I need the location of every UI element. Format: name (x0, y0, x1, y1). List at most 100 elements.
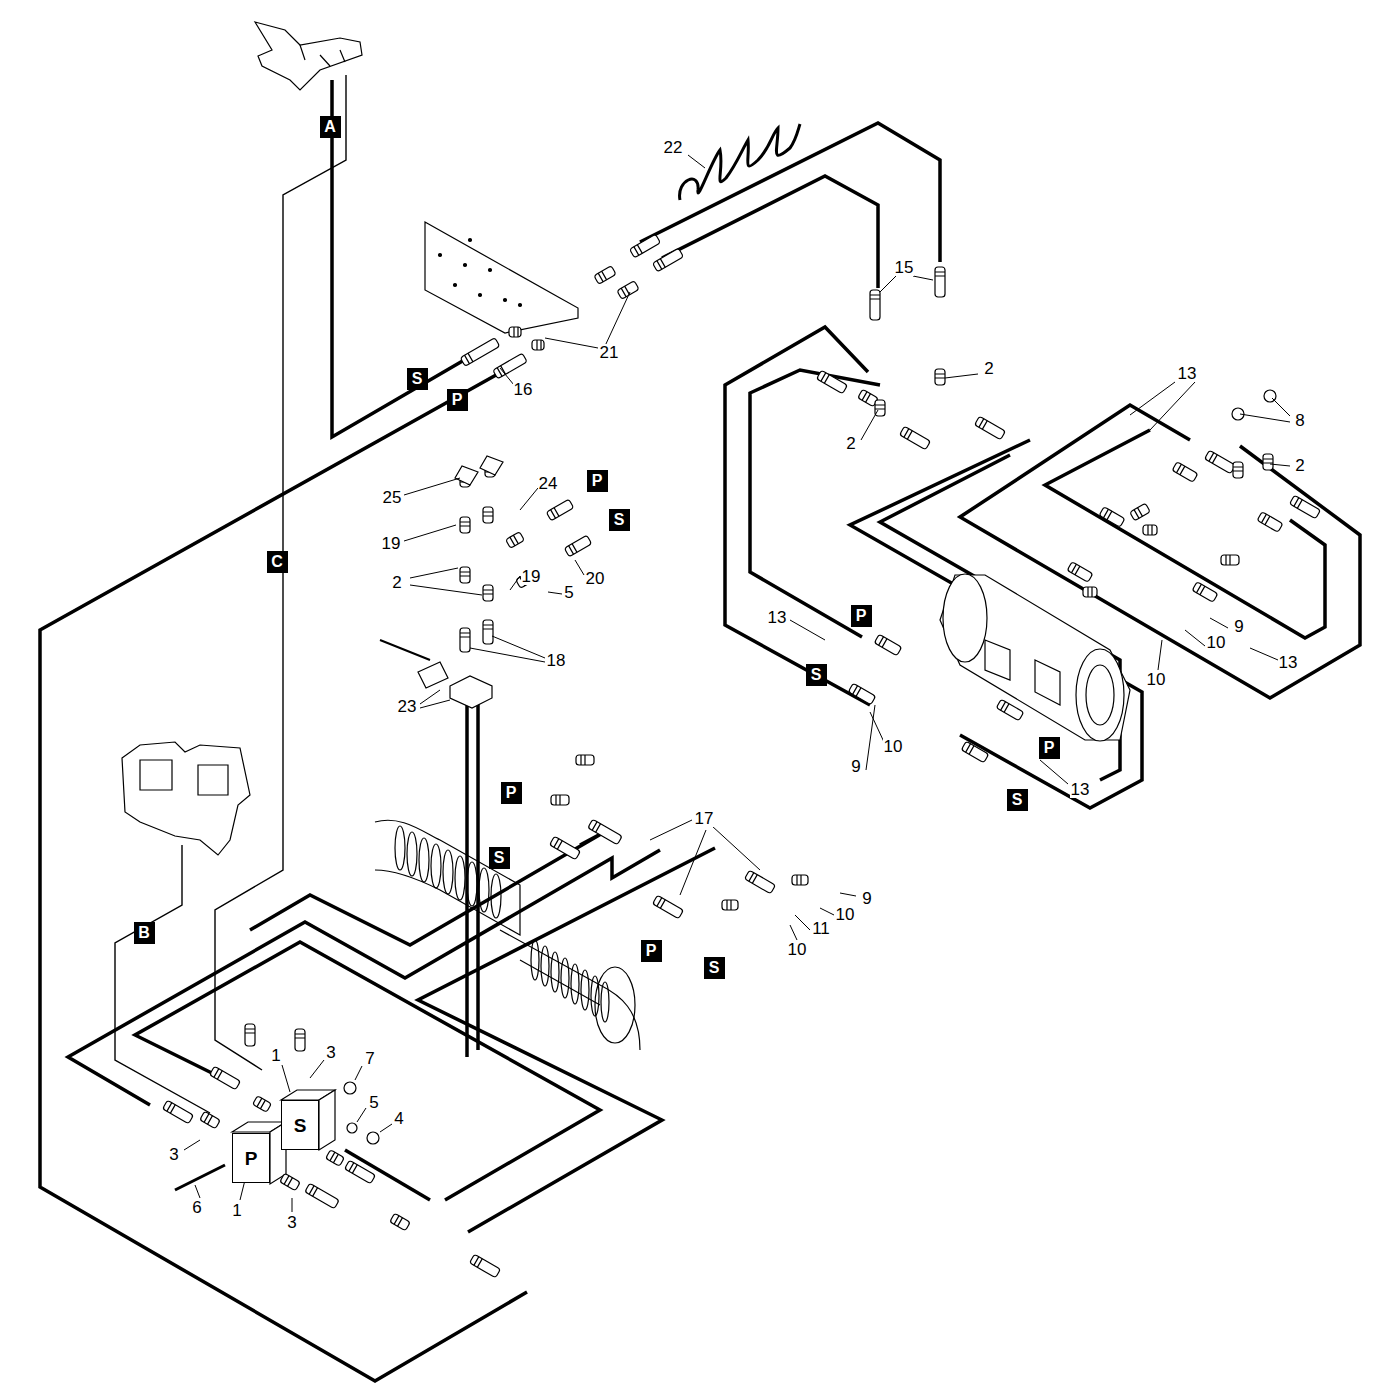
line-tag: S (609, 509, 630, 531)
hose-fitting (509, 327, 521, 337)
line-tag: S (704, 957, 725, 979)
brake-pipe (250, 830, 608, 945)
brake-pipe (418, 848, 715, 1232)
leader-line (688, 155, 705, 168)
hose-fitting (326, 1150, 345, 1167)
hose-fitting (564, 535, 592, 557)
callout-number: 1 (231, 1202, 242, 1219)
hose-fitting (280, 1173, 301, 1191)
line-letter: P (245, 1149, 258, 1168)
block-23 (450, 676, 492, 708)
callout-number: 3 (325, 1044, 336, 1061)
leader-line (880, 276, 896, 292)
callout-number: 10 (1206, 634, 1227, 651)
leader-line (795, 915, 810, 930)
callout-number: 2 (983, 360, 994, 377)
hose-fitting (594, 266, 616, 285)
hose-fitting (1290, 495, 1321, 519)
callout-number: 19 (381, 535, 402, 552)
mounting-plate (425, 222, 578, 333)
callout-number: 3 (168, 1146, 179, 1163)
leader-line (1240, 414, 1290, 422)
hose-fitting (483, 585, 493, 601)
hose-fitting (1233, 462, 1243, 478)
hose-fitting (493, 353, 527, 379)
line-letter: S (709, 960, 720, 976)
callout-number: 1 (270, 1047, 281, 1064)
hose-fitting (483, 620, 493, 644)
axle-bore (1086, 665, 1114, 725)
callout-number: 2 (1294, 457, 1305, 474)
brake-pipe (1045, 430, 1325, 638)
line-letter: C (271, 554, 283, 570)
hose-fitting (870, 290, 880, 320)
hose-fitting (1172, 462, 1198, 483)
callout-number: 23 (397, 698, 418, 715)
axle-bellows (375, 820, 640, 1050)
hose-fitting (1263, 454, 1273, 470)
callout-number: 6 (191, 1199, 202, 1216)
callout-number: 11 (811, 920, 831, 937)
line-tag: S (407, 368, 428, 390)
hose-fitting (390, 1213, 411, 1231)
hose-fitting (460, 338, 500, 367)
line-letter: S (294, 1116, 307, 1135)
axle-flange (943, 574, 987, 662)
leader-line (605, 292, 630, 346)
hose-fitting (935, 267, 945, 297)
hose-fitting (1143, 525, 1157, 535)
leader-line (1250, 648, 1278, 660)
plate-hole (504, 299, 507, 302)
leader-line (420, 700, 450, 708)
leader-line (680, 830, 706, 895)
hose-fitting (210, 1066, 241, 1090)
hose-fitting (1257, 512, 1283, 533)
callout-number: 13 (1278, 654, 1299, 671)
hose-fitting (546, 499, 574, 521)
hose-fitting (588, 819, 622, 845)
leader-line (1270, 464, 1290, 466)
line-letter: S (811, 667, 822, 683)
pedal-detail (300, 45, 345, 66)
hose-fitting (1130, 503, 1151, 521)
line-letter: P (646, 943, 657, 959)
leader-lines (184, 155, 1290, 1212)
leader-line (913, 276, 933, 280)
line-tag: S (806, 664, 827, 686)
brake-pipe (662, 176, 878, 288)
callout-number: 5 (368, 1094, 379, 1111)
callout-number: 9 (861, 890, 872, 907)
plate-hole (489, 269, 492, 272)
callout-number: 2 (845, 435, 856, 452)
leader-line (945, 374, 978, 378)
callout-number: 17 (694, 810, 715, 827)
line-letter: A (324, 119, 336, 135)
callout-number: 8 (1294, 412, 1305, 429)
hose-fitting (163, 1100, 194, 1124)
washer-5 (347, 1123, 357, 1133)
leader-line (492, 636, 545, 658)
hose-fitting (900, 426, 931, 450)
hose-fitting (460, 628, 470, 652)
valve-block: S (281, 1100, 319, 1150)
leader-line (545, 338, 598, 348)
line-tag: A (320, 116, 341, 138)
callout-number: 24 (538, 475, 559, 492)
hose-fitting (532, 340, 544, 350)
callout-number: 9 (850, 758, 861, 775)
housing-detail (985, 640, 1060, 705)
hose-fitting (1205, 450, 1236, 474)
leader-line (282, 1065, 290, 1092)
axle-flange (1076, 649, 1124, 741)
leader-line (712, 826, 760, 870)
leader-line (1272, 398, 1290, 416)
line-tag: S (1007, 789, 1028, 811)
leader-line (184, 1140, 200, 1150)
line-letter: P (592, 473, 603, 489)
leader-line (650, 820, 692, 840)
callout-number: 22 (663, 139, 684, 156)
callout-number: 15 (894, 259, 915, 276)
hose-fitting (295, 1029, 305, 1051)
leader-line (1158, 640, 1162, 670)
bolt-6 (175, 1165, 225, 1190)
